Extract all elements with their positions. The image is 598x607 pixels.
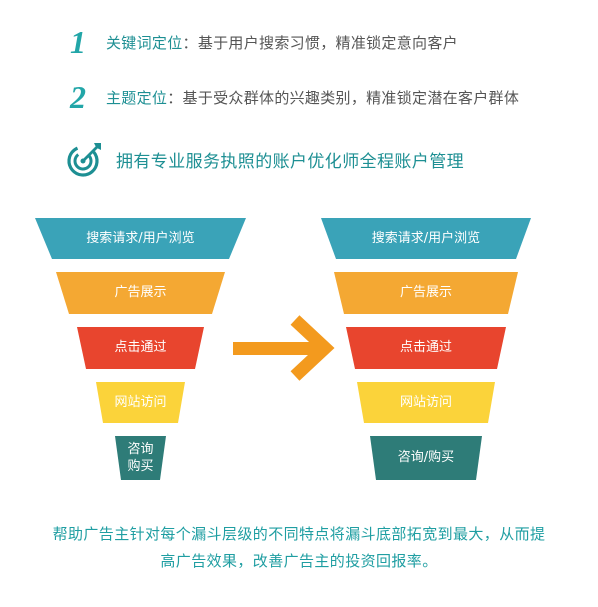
- point-desc: 基于用户搜索习惯，精准锁定意向客户: [197, 34, 458, 52]
- right-funnel-stage-1: [321, 218, 531, 259]
- footer-text: 帮助广告主针对每个漏斗层级的不同特点将漏斗底部拓宽到最大，从而提 高广告效果，改…: [20, 521, 578, 575]
- right-funnel-label-4: 网站访问: [399, 394, 452, 410]
- left-funnel-label-4: 网站访问: [114, 394, 167, 410]
- left-funnel-stage-3: [77, 327, 204, 369]
- point-title: 关键词定位: [106, 34, 183, 52]
- left-funnel-label-1: 搜索请求/用户浏览: [86, 230, 195, 246]
- arrow-right-icon: [233, 315, 335, 381]
- point-row-1: 1 关键词定位：基于用户搜索习惯，精准锁定意向客户: [64, 24, 458, 61]
- left-funnel-stage-4: [96, 382, 185, 423]
- point-row-2: 2 主题定位：基于受众群体的兴趣类别，精准锁定潜在客户群体: [64, 79, 519, 116]
- point-title: 主题定位: [106, 89, 168, 107]
- right-funnel-label-2: 广告展示: [399, 285, 452, 300]
- right-funnel-label-3: 点击通过: [399, 340, 452, 355]
- target-icon: [67, 143, 101, 177]
- left-funnel-label-5: 咨询 购买: [127, 442, 154, 474]
- right-funnel-stage-4: [357, 382, 495, 423]
- right-funnel-stage-3: [346, 327, 506, 369]
- footer-line-2: 高广告效果，改善广告主的投资回报率。: [160, 552, 438, 570]
- left-funnel-label-2: 广告展示: [114, 285, 167, 300]
- point-separator: ：: [167, 89, 183, 107]
- point-desc: 基于受众群体的兴趣类别，精准锁定潜在客户群体: [182, 89, 520, 107]
- right-funnel-label-5: 咨询/购买: [397, 450, 455, 465]
- right-funnel-label-1: 搜索请求/用户浏览: [371, 230, 481, 246]
- left-funnel-stage-2: [56, 272, 225, 314]
- footer-line-1: 帮助广告主针对每个漏斗层级的不同特点将漏斗底部拓宽到最大，从而提: [52, 525, 546, 543]
- right-funnel-stage-5: [370, 436, 482, 480]
- point-number: 1: [70, 24, 86, 60]
- left-funnel-stage-5: [115, 436, 166, 480]
- headline-text: 拥有专业服务执照的账户优化师全程账户管理: [116, 151, 464, 172]
- left-funnel-stage-1: [35, 218, 246, 259]
- left-funnel-label-3: 点击通过: [114, 340, 167, 355]
- point-separator: ：: [182, 34, 198, 52]
- point-number: 2: [70, 79, 86, 115]
- headline: 拥有专业服务执照的账户优化师全程账户管理: [66, 140, 464, 178]
- right-funnel-stage-2: [334, 272, 518, 314]
